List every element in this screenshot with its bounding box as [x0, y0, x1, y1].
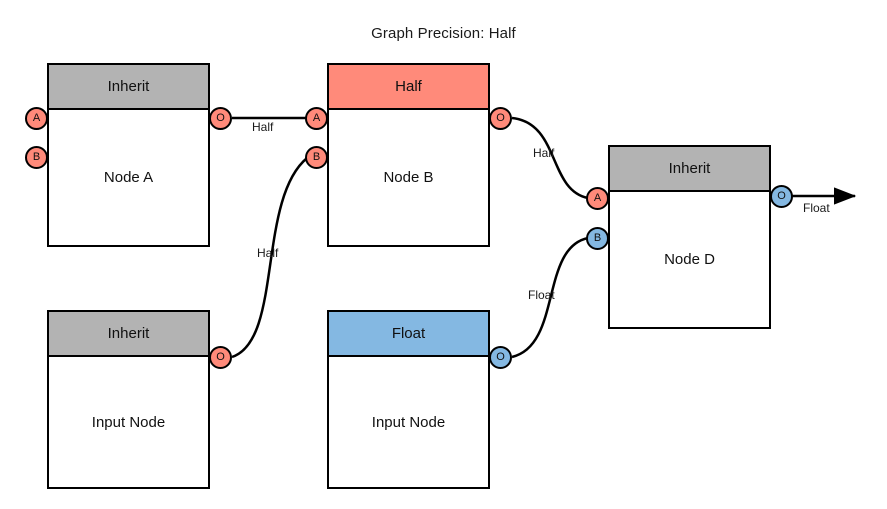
- port-node-a-output-o[interactable]: O: [209, 107, 232, 130]
- node-header: Half: [329, 65, 488, 110]
- port-input-node-left-output-o[interactable]: O: [209, 346, 232, 369]
- page-title: Graph Precision: Half: [371, 25, 516, 42]
- edge-label-d-output: Float: [803, 201, 830, 215]
- node-node-d[interactable]: Inherit Node D: [608, 145, 771, 329]
- port-node-d-input-a[interactable]: A: [586, 187, 609, 210]
- edge-label-a-to-b-a: Half: [252, 120, 274, 134]
- node-node-b[interactable]: Half Node B: [327, 63, 490, 247]
- node-header: Float: [329, 312, 488, 357]
- node-input-node-left[interactable]: Inherit Input Node: [47, 310, 210, 489]
- port-node-b-input-a[interactable]: A: [305, 107, 328, 130]
- edge-label-b-to-d-a: Half: [533, 146, 555, 160]
- node-body-label: Input Node: [371, 413, 446, 431]
- node-header: Inherit: [49, 312, 208, 357]
- port-node-d-output-o[interactable]: O: [770, 185, 793, 208]
- port-node-b-input-b[interactable]: B: [305, 146, 328, 169]
- edge-b-to-d-a[interactable]: [511, 116, 589, 200]
- node-node-a[interactable]: Inherit Node A: [47, 63, 210, 247]
- node-body-label: Input Node: [91, 413, 166, 431]
- port-node-b-output-o[interactable]: O: [489, 107, 512, 130]
- node-header: Inherit: [49, 65, 208, 110]
- node-input-node-middle[interactable]: Float Input Node: [327, 310, 490, 489]
- node-body-label: Node B: [383, 169, 434, 186]
- port-input-node-middle-output-o[interactable]: O: [489, 346, 512, 369]
- node-body-label: Node A: [103, 169, 154, 186]
- edge-label-inputmiddle-to-d-b: Float: [528, 288, 555, 302]
- edge-inputmiddle-to-d-b[interactable]: [511, 236, 589, 359]
- port-node-a-input-a[interactable]: A: [25, 107, 48, 130]
- node-header: Inherit: [610, 147, 769, 192]
- node-body-label: Node D: [664, 251, 715, 268]
- port-node-a-input-b[interactable]: B: [25, 146, 48, 169]
- edge-label-inputleft-to-b-b: Half: [257, 246, 279, 260]
- port-node-d-input-b[interactable]: B: [586, 227, 609, 250]
- edge-inputleft-to-b-b[interactable]: [231, 157, 308, 359]
